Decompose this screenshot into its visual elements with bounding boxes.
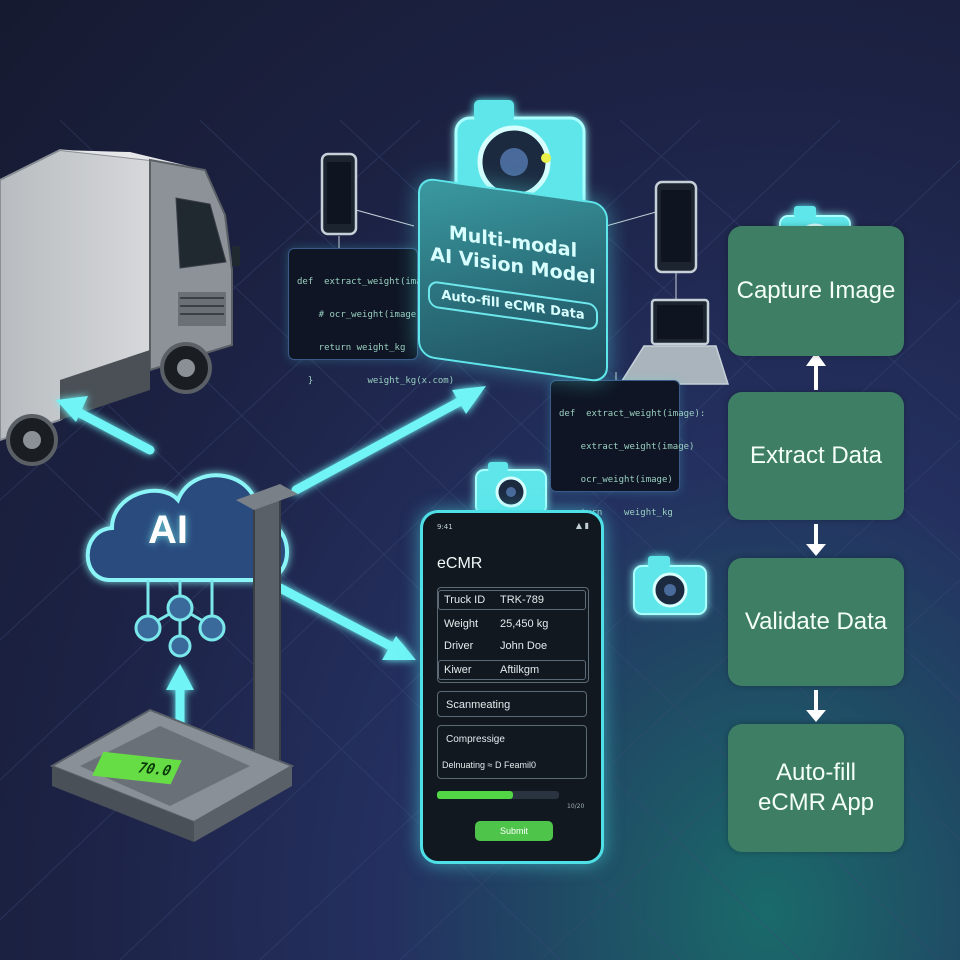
- field-value: John Doe: [500, 640, 548, 652]
- code-line: def extract_weight(image):: [559, 409, 706, 419]
- camera-icon: [633, 556, 707, 615]
- code-line: return weight_kg: [297, 343, 406, 353]
- signal-icon: ▲ ▮: [575, 521, 589, 530]
- code-line: def extract_weight(image):: [297, 277, 444, 287]
- progress-fill: [437, 791, 513, 799]
- field-label: Driver: [444, 640, 474, 652]
- field-label: Kiwer: [444, 664, 472, 676]
- code-line: # ocr_weight(image): [297, 310, 422, 320]
- smartphone-icon: [605, 180, 698, 302]
- progress-text: 10/20: [567, 803, 585, 810]
- section-compare-row: Delnuating ≈ D Feamil0: [442, 760, 536, 770]
- field-value: Aftilkgm: [500, 664, 540, 676]
- section-compare[interactable]: Compressige Delnuating ≈ D Feamil0: [437, 725, 587, 779]
- section-compare-label: Compressige: [446, 734, 505, 745]
- field-truck-id[interactable]: Truck ID TRK-789: [444, 594, 544, 606]
- progress-bar: [437, 791, 559, 799]
- section-scan[interactable]: Scanmeating: [437, 691, 587, 717]
- field-driver[interactable]: Driver John Doe: [444, 640, 547, 652]
- code-line: extract_weight(image): [559, 442, 695, 452]
- step-validate-data: Validate Data: [728, 558, 904, 686]
- submit-button[interactable]: Submit: [475, 821, 553, 841]
- code-snippet-right: def extract_weight(image): extract_weigh…: [550, 380, 706, 518]
- phone-status-time: 9:41: [437, 523, 453, 531]
- ai-vision-model-box: Multi-modal AI Vision Model Auto-fill eC…: [418, 176, 608, 384]
- truck-icon: [0, 148, 240, 466]
- step-autofill-ecmr: Auto-fill eCMR App: [728, 724, 904, 852]
- laptop-icon: [615, 298, 730, 420]
- code-snippet-left: def extract_weight(image): # ocr_weight(…: [288, 248, 454, 386]
- field-value: 25,450 kg: [500, 618, 549, 630]
- network-icon: [134, 580, 226, 658]
- camera-icon: [475, 462, 547, 515]
- field-label: Truck ID: [444, 594, 486, 606]
- step-capture-image: Capture Image: [728, 226, 904, 356]
- field-kiwer[interactable]: Kiwer Aftilkgm: [444, 664, 539, 676]
- step-extract-data: Extract Data: [728, 392, 904, 520]
- ai-cloud-label: AI: [148, 508, 188, 552]
- code-line: } weight_kg(x.com): [297, 376, 455, 386]
- model-subtitle: Auto-fill eCMR Data: [428, 280, 598, 331]
- field-value: TRK-789: [500, 594, 545, 606]
- code-line: ocr_weight(image): [559, 475, 673, 485]
- model-title: Multi-modal AI Vision Model: [420, 217, 606, 291]
- phone-title: eCMR: [437, 555, 483, 572]
- ecmr-form-fields: Truck ID TRK-789 Weight 25,450 kg Driver…: [437, 587, 589, 683]
- field-weight[interactable]: Weight 25,450 kg: [444, 618, 548, 630]
- arrow-icon: [806, 352, 826, 722]
- smartphone-icon: [320, 152, 415, 262]
- cloud-icon: [85, 473, 289, 582]
- ecmr-phone: 9:41 ▲ ▮ eCMR Truck ID TRK-789 Weight 25…: [420, 510, 604, 864]
- field-label: Weight: [444, 618, 479, 630]
